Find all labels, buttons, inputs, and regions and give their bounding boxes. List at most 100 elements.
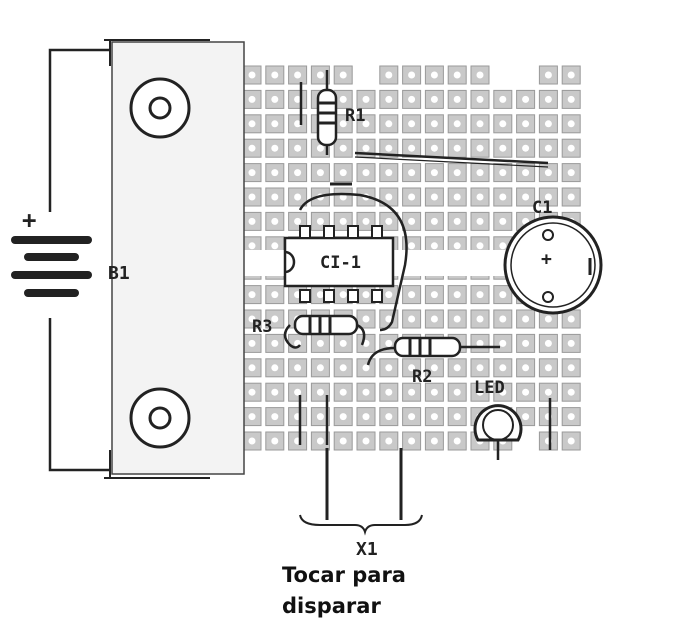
ic-pin: [347, 289, 359, 303]
board-pad-hole: [430, 120, 438, 128]
label-led: LED: [474, 378, 505, 398]
board-pad-hole: [499, 388, 507, 396]
board-pad-hole: [430, 144, 438, 152]
battery-wire-top: [48, 48, 110, 212]
board-pad-hole: [453, 364, 461, 372]
board-pad-hole: [544, 193, 552, 201]
board-pad-hole: [567, 413, 575, 421]
board-pad-hole: [476, 217, 484, 225]
board-pad-hole: [385, 144, 393, 152]
ic-pin: [371, 289, 383, 303]
label-x1: X1: [356, 539, 378, 560]
ic-pin: [347, 225, 359, 239]
board-pad-hole: [408, 144, 416, 152]
board-pad-hole: [408, 71, 416, 79]
board-pad-hole: [567, 437, 575, 445]
label-b1: B1: [108, 263, 130, 284]
board-pad-hole: [339, 291, 347, 299]
board-pad-hole: [567, 169, 575, 177]
board-pad-hole: [248, 242, 256, 250]
board-pad-hole: [499, 169, 507, 177]
board-pad-hole: [339, 388, 347, 396]
board-pad-hole: [476, 339, 484, 347]
board-pad-hole: [385, 339, 393, 347]
board-pad-hole: [430, 291, 438, 299]
board-pad-hole: [567, 71, 575, 79]
board-pad-hole: [430, 169, 438, 177]
board-pad-hole: [453, 217, 461, 225]
board-pad-hole: [316, 413, 324, 421]
board-pad-hole: [271, 242, 279, 250]
board-pad-hole: [544, 71, 552, 79]
board-pad-hole: [408, 291, 416, 299]
board-pad-hole: [362, 388, 370, 396]
board-pad-hole: [453, 120, 461, 128]
mounting-hole-top: [129, 77, 191, 139]
board-pad-hole: [362, 364, 370, 372]
board-pad-hole: [271, 144, 279, 152]
board-pad-hole: [339, 413, 347, 421]
board-pad-hole: [408, 217, 416, 225]
board-pad-hole: [294, 120, 302, 128]
board-pad-hole: [316, 217, 324, 225]
board-pad-hole: [430, 193, 438, 201]
board-pad-hole: [476, 315, 484, 323]
board-pad-hole: [339, 95, 347, 103]
board-pad-hole: [339, 217, 347, 225]
battery-wire-bottom: [48, 318, 110, 472]
board-pad-hole: [453, 95, 461, 103]
board-pad-hole: [385, 291, 393, 299]
c1-plus-label: +: [541, 249, 552, 270]
board-pad-hole: [453, 193, 461, 201]
board-pad-hole: [453, 413, 461, 421]
board-pad-hole: [476, 388, 484, 396]
board-pad-hole: [408, 193, 416, 201]
board-pad-hole: [294, 217, 302, 225]
label-c1: C1: [532, 198, 552, 218]
board-pad-hole: [430, 437, 438, 445]
board-pad-hole: [453, 437, 461, 445]
board-pad-hole: [248, 169, 256, 177]
board-pad-hole: [248, 339, 256, 347]
resistor-r1: [299, 70, 338, 155]
ic-pin: [371, 225, 383, 239]
board-pad-hole: [522, 169, 530, 177]
board-pad-hole: [476, 144, 484, 152]
board-pad-hole: [316, 71, 324, 79]
board-pad-hole: [294, 388, 302, 396]
board-pad-hole: [271, 315, 279, 323]
board-pad-hole: [248, 315, 256, 323]
board-pad-hole: [271, 71, 279, 79]
board-pad-hole: [339, 339, 347, 347]
board-pad-hole: [430, 413, 438, 421]
board-pad-hole: [499, 315, 507, 323]
board-pad-hole: [522, 364, 530, 372]
board-pad-hole: [316, 364, 324, 372]
board-pad-hole: [476, 193, 484, 201]
battery-symbol: [11, 236, 92, 297]
battery-holder-frame: [104, 39, 210, 479]
board-pad-hole: [294, 144, 302, 152]
capacitor-c1: [503, 215, 603, 315]
bottom-jumpers: [298, 395, 552, 450]
board-pad-hole: [385, 315, 393, 323]
board-pad-hole: [385, 193, 393, 201]
board-pad-hole: [567, 95, 575, 103]
board-pad-hole: [567, 315, 575, 323]
board-pad-hole: [316, 388, 324, 396]
board-pad-hole: [294, 364, 302, 372]
board-pad-hole: [544, 315, 552, 323]
board-pad-hole: [362, 413, 370, 421]
board-pad-hole: [408, 388, 416, 396]
board-pad-hole: [453, 71, 461, 79]
board-pad-hole: [499, 95, 507, 103]
board-pad-hole: [476, 71, 484, 79]
board-pad-hole: [453, 291, 461, 299]
board-pad-hole: [248, 364, 256, 372]
board-pad-hole: [362, 144, 370, 152]
board-pad-hole: [453, 242, 461, 250]
led: [473, 404, 523, 460]
board-pad-hole: [362, 291, 370, 299]
resistor-r3: [283, 314, 366, 349]
